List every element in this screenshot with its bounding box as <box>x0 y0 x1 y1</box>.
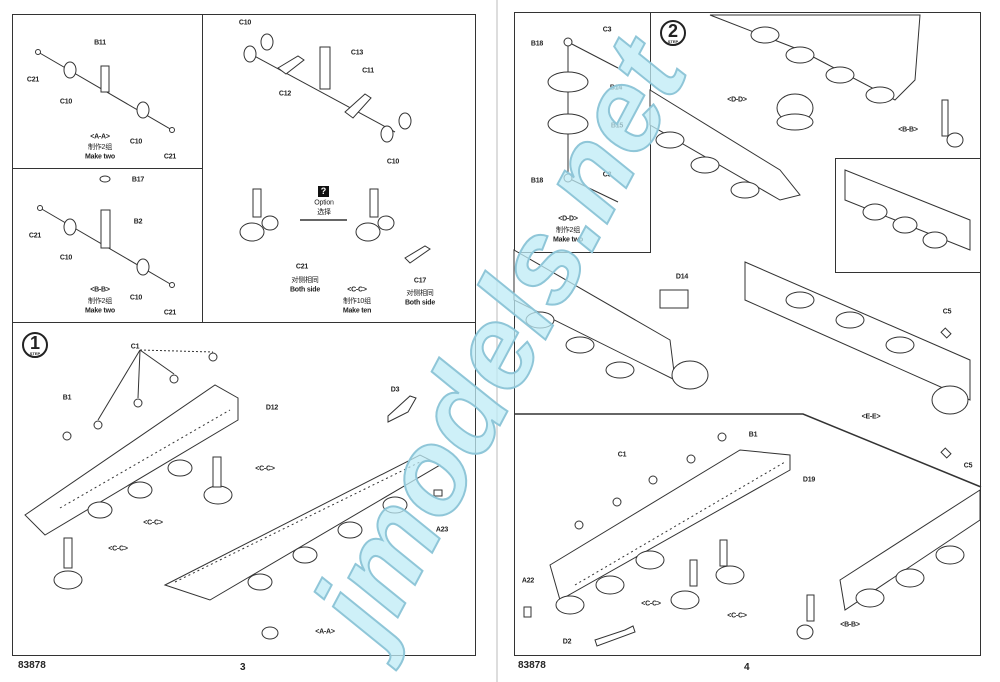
option-label-cn: 选择 <box>317 209 331 216</box>
part-label: C21 <box>295 263 309 271</box>
part-label: C1 <box>130 343 140 351</box>
option-icon: ? <box>318 186 329 197</box>
view-label: <C-C> <box>108 545 128 553</box>
part-label: B11 <box>94 39 106 47</box>
make-count-en: Make ten <box>342 307 372 315</box>
page-number: 4 <box>744 662 750 673</box>
both-side-en: Both side <box>289 286 321 294</box>
part-label: C11 <box>362 67 374 75</box>
make-count-cn: 制作2组 <box>87 298 113 305</box>
view-label: <D-D> <box>558 215 578 223</box>
part-label: A22 <box>521 577 535 585</box>
view-label: <B-B> <box>840 621 860 629</box>
both-side-cn: 对侧相同 <box>291 277 319 284</box>
view-label: <C-C> <box>143 519 163 527</box>
view-label: <C-C> <box>641 600 661 608</box>
part-label: C5 <box>963 462 973 470</box>
part-label: C21 <box>26 76 40 84</box>
part-label: D12 <box>265 404 279 412</box>
part-label: C3 <box>602 171 612 179</box>
step-label: STEP <box>667 39 679 44</box>
step-2-badge: 2 STEP <box>660 20 686 46</box>
view-label: <A-A> <box>90 133 110 141</box>
page-number: 3 <box>240 662 246 673</box>
make-count-cn: 制作10组 <box>343 298 371 305</box>
view-label: <D-D> <box>727 96 747 104</box>
view-label: <C-C> <box>727 612 747 620</box>
view-label: <B-B> <box>90 286 110 294</box>
make-count-cn: 制作2组 <box>87 144 113 151</box>
step-label: STEP <box>29 351 41 356</box>
instruction-page-4: B18 C3 B14 B15 B18 C3 <D-D> 制作2组 Make tw… <box>500 0 1000 682</box>
part-label: C21 <box>163 309 177 317</box>
kit-number: 83878 <box>18 660 46 671</box>
part-label: C21 <box>163 153 177 161</box>
panel-step-1 <box>12 322 476 656</box>
part-label: C17 <box>413 277 427 285</box>
step-1-badge: 1 STEP <box>22 332 48 358</box>
view-label: <A-A> <box>315 628 335 636</box>
part-label: C21 <box>28 232 42 240</box>
step-number: 1 <box>29 333 40 353</box>
parts-drawing-right <box>513 14 982 647</box>
part-label: B18 <box>530 40 544 48</box>
part-label: C10 <box>129 138 143 146</box>
part-label: C12 <box>278 90 292 98</box>
part-label: D2 <box>562 638 572 646</box>
kit-number: 83878 <box>518 660 546 671</box>
option-label: Option <box>314 199 334 207</box>
panel-detail-inset <box>835 158 981 273</box>
part-label: C10 <box>238 19 252 27</box>
step-number: 2 <box>667 21 678 41</box>
make-count-cn: 制作2组 <box>555 227 581 234</box>
view-label: <C-C> <box>347 286 367 294</box>
part-label: D19 <box>802 476 816 484</box>
part-label: C10 <box>59 254 73 262</box>
part-label: C3 <box>602 26 612 34</box>
part-label: B1 <box>748 431 758 439</box>
part-label: B17 <box>131 176 145 184</box>
part-label: D3 <box>390 386 400 394</box>
both-side-cn: 对侧相同 <box>406 290 434 297</box>
page-frame <box>514 12 981 656</box>
view-label: <E-E> <box>861 413 881 421</box>
part-label: C5 <box>942 308 952 316</box>
part-label: B14 <box>609 84 623 92</box>
part-label: C10 <box>59 98 73 106</box>
make-count-en: Make two <box>85 153 115 161</box>
both-side-en: Both side <box>404 299 436 307</box>
view-label: <C-C> <box>255 465 275 473</box>
part-label: C10 <box>129 294 143 302</box>
parts-drawing-left <box>24 33 443 640</box>
part-label: C13 <box>350 49 364 57</box>
part-label: C10 <box>386 158 400 166</box>
part-label: A23 <box>435 526 449 534</box>
make-count-en: Make two <box>85 307 115 315</box>
view-label: <B-B> <box>898 126 918 134</box>
part-label: C1 <box>617 451 627 459</box>
panel-d-d <box>514 12 651 253</box>
make-count-en: Make two <box>553 236 583 244</box>
part-label: B2 <box>133 218 143 226</box>
part-label: B1 <box>62 394 72 402</box>
instruction-page-3: 1 STEP C21 B11 C10 C10 C21 <A-A> 制作2组 Ma… <box>0 0 498 682</box>
part-label: B15 <box>610 122 624 130</box>
part-label: D14 <box>675 273 689 281</box>
part-label: B18 <box>530 177 544 185</box>
